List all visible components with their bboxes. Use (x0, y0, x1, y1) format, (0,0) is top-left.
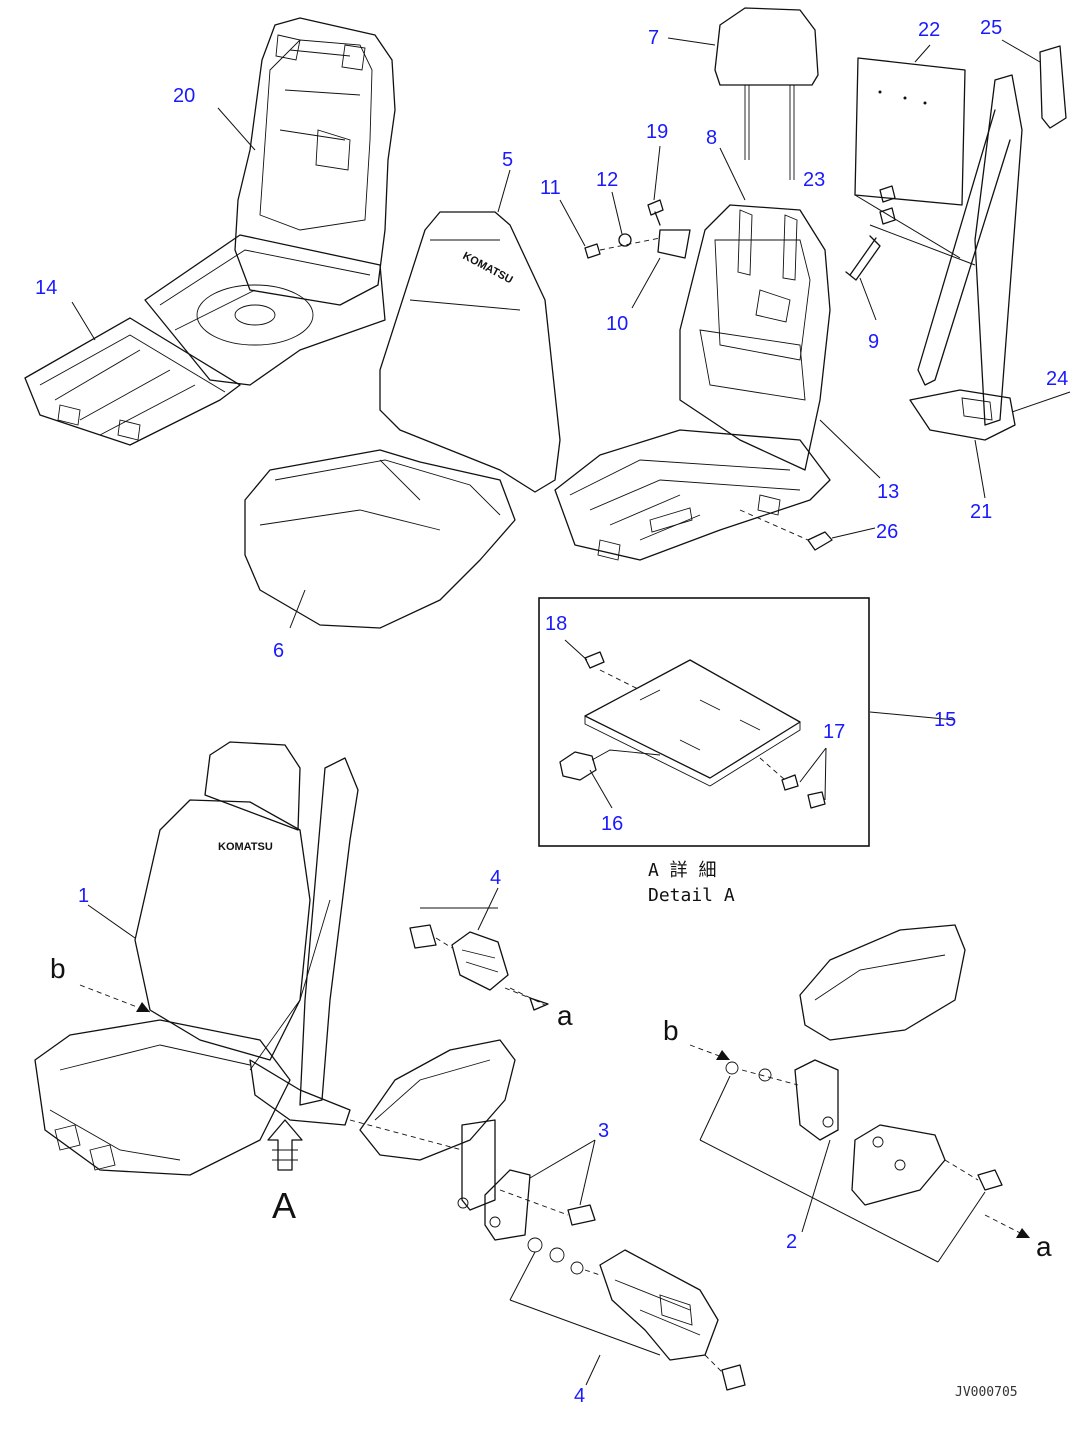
seat-belt-part-21 (854, 45, 1067, 441)
callout-7: 7 (648, 27, 659, 49)
callout-20: 20 (173, 85, 195, 107)
callout-4-upper: 4 (490, 867, 501, 889)
letter-b-right: b (663, 1015, 679, 1046)
callout-3: 3 (598, 1120, 609, 1142)
arrow-a-top (509, 987, 546, 1006)
seat-frame-part-20 (234, 17, 396, 306)
seat-cushion-part-6 (244, 449, 516, 629)
armrest-bracket-part-4-lower (527, 1237, 746, 1391)
detail-caption-en: Detail A (648, 885, 735, 906)
detail-caption-ja: A 詳 細 (648, 860, 717, 881)
callout-5: 5 (502, 149, 513, 171)
belt-anchor-part-24 (909, 389, 1016, 441)
callout-22: 22 (918, 19, 940, 41)
nut-part-12 (618, 233, 632, 247)
detail-caption: A 詳 細 Detail A (648, 860, 735, 906)
bracket-part-10 (657, 229, 691, 259)
document-id: JV000705 (955, 1385, 1018, 1400)
backrest-logo: KOMATSU (461, 250, 515, 286)
callout-26: 26 (876, 521, 898, 543)
left-armrest-part-3 (349, 1039, 596, 1241)
backrest-cushion-part-5: KOMATSU (379, 211, 561, 493)
callout-18: 18 (545, 613, 567, 635)
bolt-part-11 (584, 243, 601, 259)
bolts-part-23 (879, 185, 896, 225)
pin-part-18 (584, 651, 605, 669)
detail-a-box (538, 597, 870, 847)
seat-base-part-14 (24, 234, 386, 446)
callout-10: 10 (606, 313, 628, 335)
lever-part-16 (559, 751, 597, 781)
letter-a-right: a (1036, 1231, 1052, 1262)
callout-1: 1 (78, 885, 89, 907)
seat-base-assembly (554, 429, 831, 561)
backrest-frame-part-8 (679, 204, 831, 471)
letter-view-a: A (272, 1185, 296, 1226)
seat-logo: KOMATSU (218, 841, 273, 853)
callout-6: 6 (273, 640, 284, 662)
callout-24: 24 (1046, 368, 1068, 390)
callout-25: 25 (980, 17, 1002, 39)
belt-cover-part-25 (1039, 45, 1067, 129)
arrow-b-left (79, 984, 151, 1013)
assembled-seat-part-1: KOMATSU (34, 741, 359, 1176)
callout-16: 16 (601, 813, 623, 835)
headrest-part-7 (714, 7, 819, 180)
bolt-part-9 (845, 235, 881, 281)
callout-17: 17 (823, 721, 845, 743)
callout-13: 13 (877, 481, 899, 503)
bolts-part-17 (781, 774, 826, 809)
callout-14: 14 (35, 277, 57, 299)
arrow-b-right (689, 1044, 731, 1061)
reference-letters: b a b a A (50, 953, 1052, 1262)
reference-arrows (79, 984, 1031, 1239)
letter-a-top: a (557, 1000, 573, 1031)
armrest-bracket-part-4-upper (409, 924, 549, 1011)
callout-12: 12 (596, 169, 618, 191)
clip-part-26 (807, 531, 833, 551)
hardware-group (584, 199, 881, 551)
callout-21: 21 (970, 501, 992, 523)
callout-23: 23 (803, 169, 825, 191)
callout-4-lower: 4 (574, 1385, 585, 1407)
bolt-part-19 (647, 199, 664, 226)
callout-15: 15 (934, 709, 956, 731)
view-arrow-a (267, 1119, 303, 1171)
right-armrest-part-2 (725, 924, 1003, 1206)
slide-plate-part-15 (584, 659, 801, 779)
callout-9: 9 (868, 331, 879, 353)
callout-8: 8 (706, 127, 717, 149)
letter-b-left: b (50, 953, 66, 984)
callout-labels: 1 2 3 4 4 5 6 7 8 9 10 11 12 13 14 15 16… (35, 17, 1068, 1407)
callout-2: 2 (786, 1231, 797, 1253)
callout-11: 11 (540, 177, 561, 199)
label-plate-part-22 (854, 57, 966, 206)
callout-19: 19 (646, 121, 668, 143)
leader-lines (71, 37, 1071, 1386)
detail-a-frame (538, 597, 870, 847)
